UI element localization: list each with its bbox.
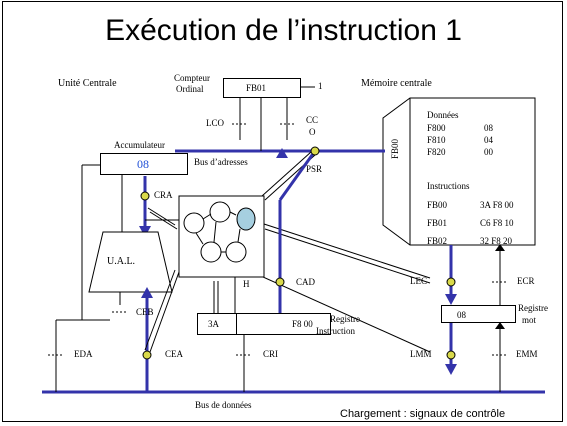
switch-lmm <box>446 350 456 360</box>
switch-lec <box>446 277 456 287</box>
word-register-label-1: Registre <box>518 303 548 313</box>
signal-psr: PSR <box>306 164 323 174</box>
signal-lec: LEC <box>410 276 427 286</box>
clock-label: H <box>243 279 250 289</box>
memory-data-val: 04 <box>484 135 493 145</box>
active-state-node <box>236 207 256 231</box>
program-counter-label-2: Ordinal <box>176 84 204 94</box>
signal-lmm: LMM <box>410 349 432 359</box>
signal-cra: CRA <box>154 190 173 200</box>
accumulator-register: 08 <box>100 153 188 175</box>
memory-data-header: Données <box>427 110 459 120</box>
signal-ecr: ECR <box>517 276 535 286</box>
memory-instr-val: C6 F8 10 <box>480 218 514 228</box>
accumulator-value: 08 <box>137 157 149 171</box>
signal-cad: CAD <box>296 277 316 287</box>
data-bus-label: Bus de données <box>195 400 252 410</box>
signal-lco: LCO <box>206 118 224 128</box>
memory-instr-addr: FB02 <box>427 236 448 246</box>
slide-frame <box>2 1 563 422</box>
instruction-register-operand: F8 00 <box>236 313 331 335</box>
program-counter-value: FB01 <box>246 83 267 93</box>
word-register: 08 <box>441 305 516 323</box>
word-register-label-2: mot <box>522 315 537 325</box>
switch-cea <box>142 350 152 360</box>
accumulator-label: Accumulateur <box>114 140 165 150</box>
instruction-register-label-2: Instruction <box>316 326 355 336</box>
switch-cra <box>140 191 150 201</box>
memory-instr-addr: FB00 <box>427 200 448 210</box>
memory-instr-val: 3A F8 00 <box>480 200 514 210</box>
program-counter-increment: 1 <box>318 81 323 91</box>
slide-title: Exécution de l’instruction 1 <box>105 14 462 47</box>
memory-data-addr: F800 <box>427 123 446 133</box>
signal-emm: EMM <box>516 349 538 359</box>
memory-data-val: 00 <box>484 147 493 157</box>
signal-cco-1: CC <box>306 115 319 125</box>
alu-label: U.A.L. <box>107 256 136 267</box>
address-bus-label: Bus d’adresses <box>194 157 248 167</box>
instruction-register-label-1: Registre <box>330 314 360 324</box>
memory-data-addr: F810 <box>427 135 446 145</box>
program-counter-label-1: Compteur <box>174 73 210 83</box>
switch-cad <box>275 277 285 287</box>
signal-eda: EDA <box>74 349 93 359</box>
memory-instr-val: 32 F8 20 <box>480 236 513 246</box>
memory-instr-addr: FB01 <box>427 218 448 228</box>
switch-psr <box>310 146 320 156</box>
memory-data-val: 08 <box>484 123 493 133</box>
signal-ceb: CEB <box>136 307 154 317</box>
memory-label: Mémoire centrale <box>361 78 432 89</box>
signal-cco-2: O <box>309 127 316 137</box>
word-register-value: 08 <box>457 310 466 320</box>
signal-cri: CRI <box>263 349 279 359</box>
memory-instr-header: Instructions <box>427 181 470 191</box>
instruction-opcode-value: 3A <box>208 319 219 329</box>
signal-cea: CEA <box>165 349 183 359</box>
program-counter-register: FB01 <box>223 78 301 98</box>
memory-side-label: FB00 <box>390 138 400 159</box>
cpu-label: Unité Centrale <box>58 78 117 89</box>
footer-caption: Chargement : signaux de contrôle <box>340 408 506 420</box>
instruction-operand-value: F8 00 <box>292 319 313 329</box>
memory-data-addr: F820 <box>427 147 446 157</box>
instruction-register-opcode: 3A <box>197 313 237 335</box>
